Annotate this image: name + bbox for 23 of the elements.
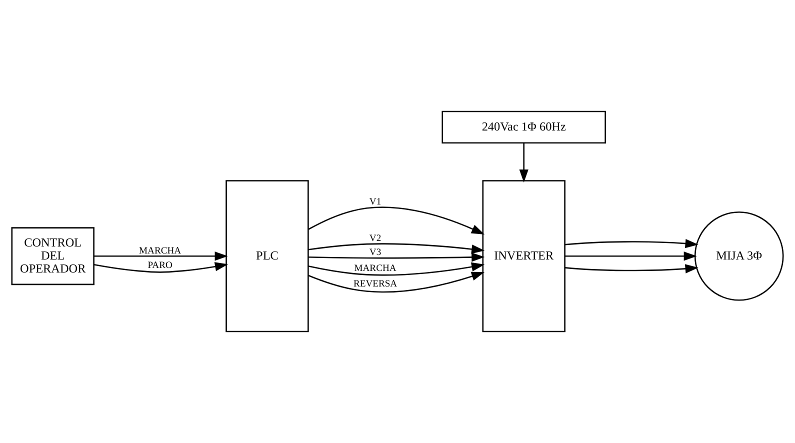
node-box: PLC bbox=[226, 180, 309, 332]
arrow bbox=[308, 243, 485, 254]
arrow bbox=[94, 262, 228, 273]
arrow bbox=[564, 264, 698, 274]
edge-label: MARCHA bbox=[354, 262, 396, 274]
node-box: INVERTER bbox=[482, 180, 566, 332]
edge-label: V1 bbox=[369, 196, 382, 208]
node-circle: MIJA 3Φ bbox=[694, 211, 784, 301]
arrow bbox=[564, 252, 697, 261]
arrow bbox=[94, 252, 228, 261]
edge-label: MARCHA bbox=[139, 245, 182, 256]
edge-label: V2 bbox=[369, 233, 382, 244]
edge-label: PARO bbox=[148, 260, 172, 272]
arrow bbox=[308, 262, 485, 276]
arrow bbox=[308, 206, 485, 234]
arrow bbox=[519, 143, 528, 183]
edge-label: REVERSA bbox=[353, 278, 398, 290]
arrow bbox=[308, 272, 485, 293]
arrow bbox=[308, 252, 485, 262]
node-box: CONTROL DEL OPERADOR bbox=[11, 227, 94, 286]
edge-label: V3 bbox=[369, 247, 382, 258]
node-box: 240Vac 1Φ 60Hz bbox=[442, 110, 606, 144]
arrow bbox=[564, 238, 698, 248]
